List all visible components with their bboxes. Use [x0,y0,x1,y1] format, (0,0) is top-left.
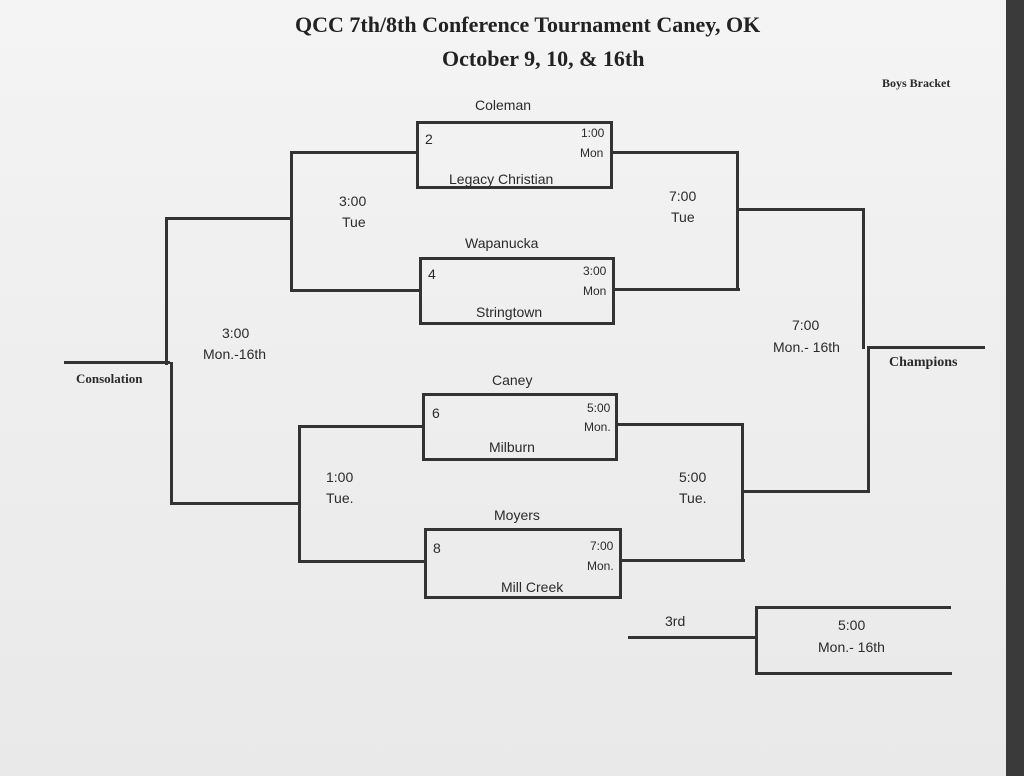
bracket-line [298,425,423,428]
winner-semi-2-time: 5:00 [679,469,707,485]
game-time: 7:00 [590,539,614,553]
bracket-line [293,289,420,292]
game-day: Mon. [584,420,611,434]
team-mill-creek: Mill Creek [501,579,564,595]
game-box-1: 2 1:00 Mon Legacy Christian [416,121,613,189]
seed-number: 2 [425,131,433,147]
bracket-line [170,502,300,505]
game-day: Mon [580,146,604,160]
consolation-final-day: Mon.-16th [203,346,267,362]
game-time: 1:00 [581,126,605,140]
bracket-line [290,151,293,292]
winner-semi-1-day: Tue [671,209,695,225]
consolation-semi-1-time: 3:00 [339,193,367,209]
consolation-semi-2-day: Tue. [326,490,354,506]
consolation-semi-2-time: 1:00 [326,469,354,485]
championship-time: 7:00 [792,317,820,333]
bracket-label: Boys Bracket [882,76,951,90]
consolation-final-time: 3:00 [222,325,250,341]
third-place-time: 5:00 [838,617,866,633]
bracket-line [170,362,173,505]
third-place-day: Mon.- 16th [818,639,885,655]
bracket-line [738,208,865,211]
bracket-line [614,288,740,291]
championship-day: Mon.- 16th [773,339,840,355]
team-milburn: Milburn [489,439,535,455]
bracket-line [755,606,758,675]
bracket-line [736,151,739,291]
bracket-line [755,606,951,609]
bracket-line [165,217,168,365]
champions-label: Champions [889,355,958,370]
bracket-line [862,208,865,349]
seed-number: 4 [428,266,436,282]
bracket-line [298,425,301,563]
bracket-line [741,423,744,562]
bracket-line [628,636,758,639]
bracket-line [757,672,952,675]
third-place-label: 3rd [665,613,686,629]
game-day: Mon [583,284,607,298]
game-box-3: 6 5:00 Mon. Milburn [422,393,618,461]
team-stringtown: Stringtown [476,304,543,320]
bracket-line [165,217,293,220]
tournament-title: QCC 7th/8th Conference Tournament Caney,… [295,12,761,37]
seed-number: 6 [432,405,440,421]
bracket-line [617,423,744,426]
bracket-line [743,490,870,493]
winner-semi-1-time: 7:00 [669,188,697,204]
consolation-semi-1-day: Tue [342,214,366,230]
game-day: Mon. [587,559,614,573]
game-box-4: 8 7:00 Mon. Mill Creek [424,528,622,599]
tournament-dates: October 9, 10, & 16th [442,46,645,71]
consolation-label: Consolation [76,371,143,386]
team-wapanucka: Wapanucka [465,235,539,251]
team-coleman: Coleman [475,97,532,113]
winner-semi-2-day: Tue. [679,490,707,506]
bracket-line [290,151,417,154]
bracket-line [64,361,170,364]
team-moyers: Moyers [494,507,540,523]
game-time: 3:00 [583,264,607,278]
bracket-line [867,346,985,349]
bracket-line [612,151,738,154]
bracket-line [621,559,745,562]
bracket-line [867,346,870,493]
game-box-2: 4 3:00 Mon Stringtown [419,257,615,325]
team-caney: Caney [492,372,533,388]
bracket-line [298,560,425,563]
team-legacy-christian: Legacy Christian [449,171,554,187]
game-time: 5:00 [587,401,611,415]
seed-number: 8 [433,540,441,556]
